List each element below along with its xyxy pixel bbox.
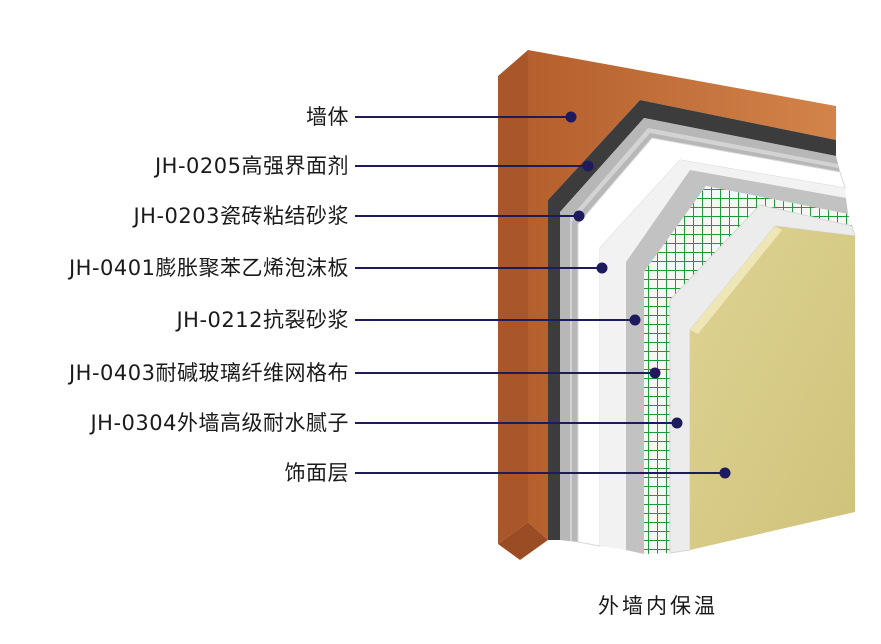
wall-layer: [498, 50, 836, 560]
label-bonding-mortar: JH-0203瓷砖粘结砂浆: [133, 204, 349, 228]
label-putty: JH-0304外墙高级耐水腻子: [90, 411, 349, 435]
leader-dot-eps-foam: [596, 262, 608, 274]
leader-dot-bonding-mortar: [573, 210, 585, 222]
bonding-mortar-layer: [560, 118, 840, 542]
finish-layer: [690, 226, 855, 550]
leader-dot-putty: [671, 417, 683, 429]
label-fiberglass-mesh: JH-0403耐碱玻璃纤维网格布: [68, 361, 349, 385]
eps-foam-layer: [577, 137, 846, 550]
label-anti-crack-mortar: JH-0212抗裂砂浆: [176, 308, 349, 332]
anti-crack-mortar-layer: [626, 170, 848, 554]
leader-lines: [355, 111, 731, 479]
fiberglass-mesh-layer: [644, 186, 852, 554]
diagram-caption: 外墙内保温: [598, 594, 718, 618]
leader-dot-anti-crack-mortar: [629, 314, 641, 326]
leader-dot-finish: [719, 467, 731, 479]
label-eps-foam: JH-0401膨胀聚苯乙烯泡沫板: [68, 256, 349, 280]
leader-dot-fiberglass-mesh: [649, 367, 661, 379]
label-finish: 饰面层: [284, 461, 349, 485]
label-interface-agent: JH-0205高强界面剂: [154, 154, 349, 178]
label-wall: 墙体: [306, 105, 349, 129]
leader-dot-wall: [565, 111, 577, 123]
leader-dot-interface-agent: [582, 160, 594, 172]
interface-agent-layer: [548, 100, 836, 540]
